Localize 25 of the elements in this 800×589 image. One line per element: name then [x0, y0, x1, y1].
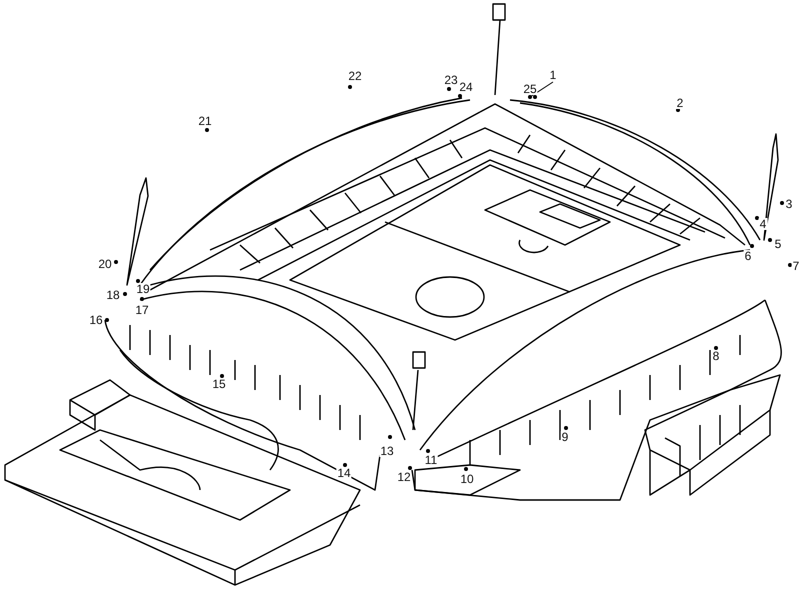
dot-number: 3 — [784, 198, 794, 210]
dot-number: 18 — [105, 289, 121, 301]
dot-number: 10 — [459, 473, 475, 485]
dot-number: 6 — [744, 250, 752, 262]
dot-number: 21 — [197, 115, 213, 127]
dot-number: 23 — [443, 74, 459, 86]
dot-number: 19 — [135, 283, 151, 295]
dot-number: 4 — [758, 218, 768, 230]
dot-number: 20 — [97, 258, 113, 270]
dot-number: 22 — [347, 70, 363, 82]
dot-number: 8 — [712, 350, 720, 362]
dot-number: 14 — [336, 467, 352, 479]
dot-number: 15 — [211, 378, 227, 390]
dot-number: 2 — [676, 97, 684, 109]
dot-number: 24 — [458, 81, 474, 93]
dot-number: 25 — [522, 83, 538, 95]
dot-number: 13 — [379, 445, 395, 457]
dot-number: 9 — [560, 431, 570, 443]
dot-number: 11 — [424, 454, 438, 466]
dot-number: 5 — [774, 238, 782, 250]
dot-number: 7 — [792, 260, 800, 272]
dot-number: 12 — [396, 471, 412, 483]
dot-number: 1 — [548, 69, 558, 81]
dot-number: 16 — [88, 314, 104, 326]
dot-number: 17 — [134, 304, 150, 316]
